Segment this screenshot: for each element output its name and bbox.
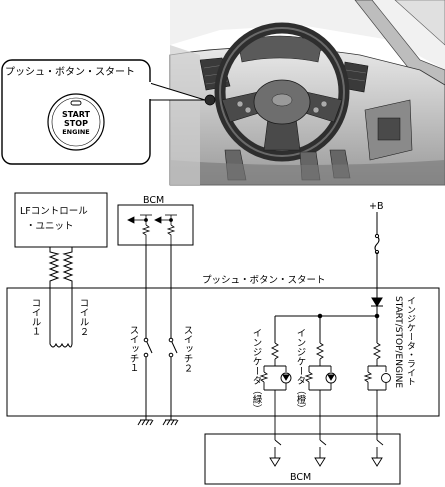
- lf-unit-box: [14, 192, 108, 248]
- button-line-stop: STOP: [64, 119, 88, 128]
- lf-unit-label-line1: LFコントロール: [20, 206, 88, 217]
- callout-box: [1, 59, 206, 165]
- sse-indicator-label-line1: START/STOP/ENGINE: [393, 296, 403, 389]
- bcm-top-label: BCM: [143, 195, 165, 206]
- push-button-box: [6, 287, 440, 417]
- switch1-label: スイッチ１: [127, 325, 139, 373]
- power-feed: [274, 212, 383, 343]
- switch-wiring: [137, 245, 179, 426]
- car-interior-illustration: [169, 0, 445, 186]
- switch2-label: スイッチ２: [181, 325, 193, 373]
- indicator-branches: [259, 342, 391, 438]
- bcm-top-box: [117, 204, 194, 246]
- coil2-label: コイル２: [77, 298, 89, 336]
- bcm-bottom-box: [204, 433, 401, 485]
- sse-indicator-label-line2: インジケータ・ライト: [405, 296, 415, 386]
- indicator-green-label: インジケータ（緑）: [250, 328, 262, 414]
- indicator-amber-label: インジケータ（橙）: [294, 328, 306, 414]
- lf-antenna-coils: [48, 247, 74, 288]
- start-stop-button-label: START STOP ENGINE: [56, 110, 96, 137]
- push-button-box-label: プッシュ・ボタン・スタート: [202, 275, 326, 286]
- bcm-top-internals: [127, 214, 177, 245]
- bcm-bottom-switches: [269, 434, 384, 467]
- coil-loop: [49, 288, 73, 348]
- callout-title: プッシュ・ボタン・スタート: [5, 67, 135, 78]
- button-line-start: START: [61, 110, 91, 119]
- bcm-bottom-label: BCM: [290, 472, 312, 483]
- power-label: +B: [369, 201, 384, 212]
- button-line-engine: ENGINE: [62, 128, 90, 136]
- lf-unit-label-line2: ・ユニット: [26, 221, 74, 232]
- coil1-label: コイル１: [29, 298, 41, 336]
